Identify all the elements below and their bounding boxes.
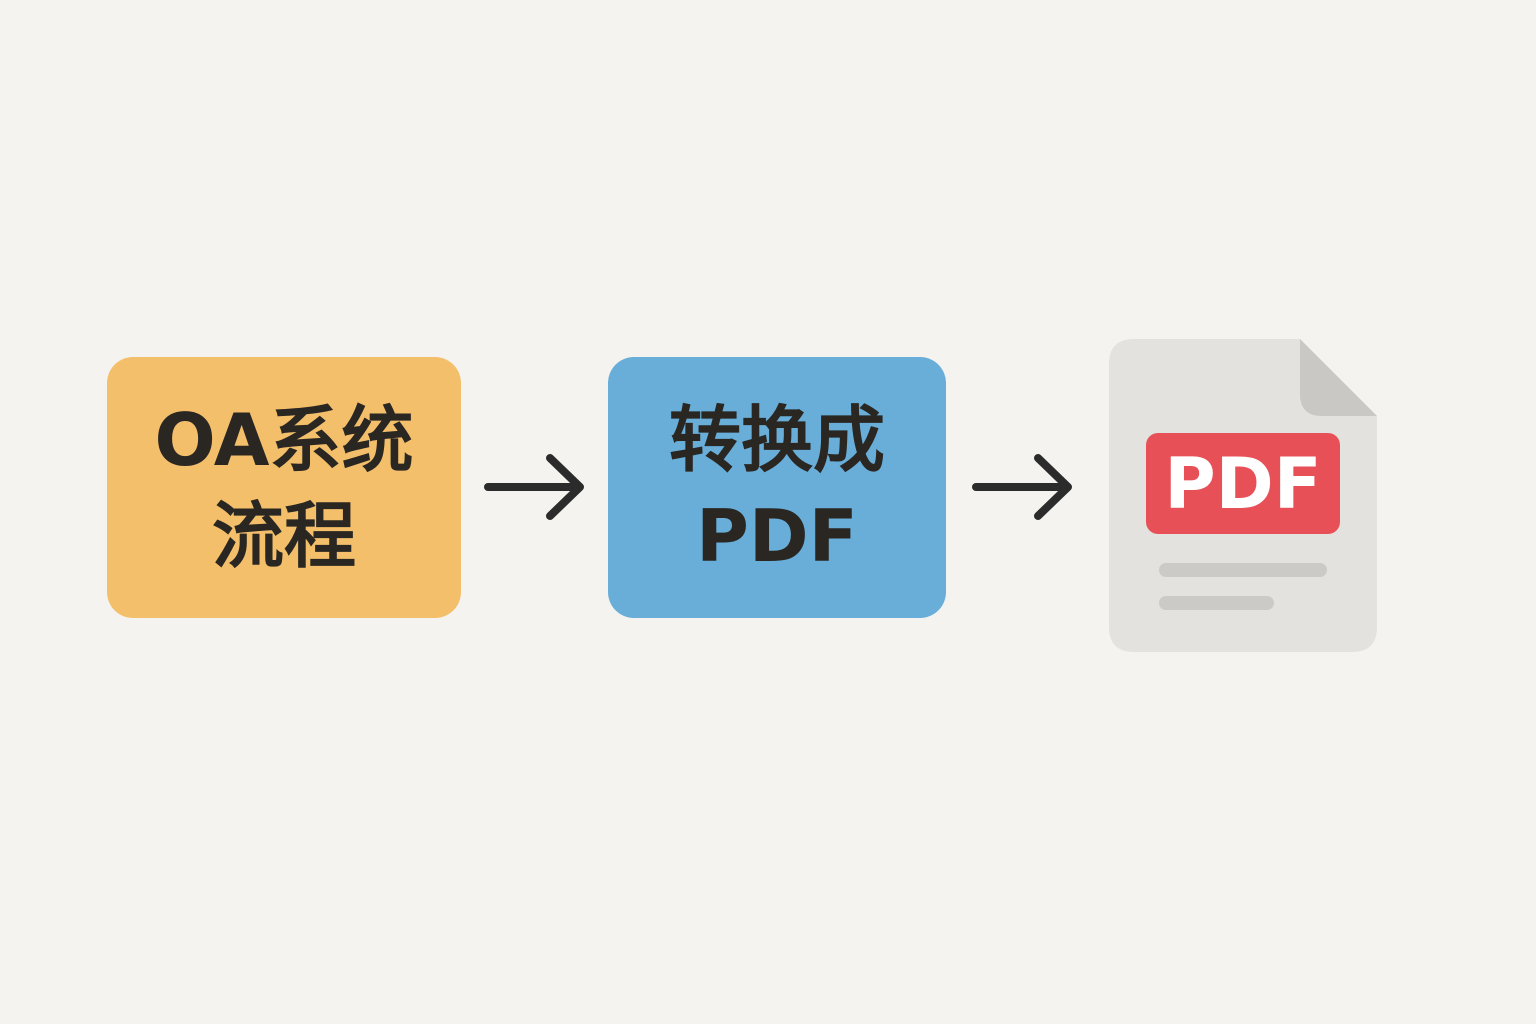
step-label-line2: PDF bbox=[696, 493, 858, 578]
step-label-line2: 流程 bbox=[211, 493, 356, 578]
step-label-line1: OA系统 bbox=[154, 397, 414, 482]
step-convert-to-pdf: 转换成 PDF bbox=[608, 357, 946, 618]
text-line bbox=[1159, 596, 1274, 610]
step-label-line1: 转换成 bbox=[668, 397, 885, 482]
step-oa-workflow: OA系统 流程 bbox=[107, 357, 461, 618]
arrow-right-icon bbox=[972, 454, 1072, 520]
text-line bbox=[1159, 563, 1327, 577]
pdf-badge: PDF bbox=[1146, 433, 1340, 534]
arrow-right-icon bbox=[484, 454, 584, 520]
